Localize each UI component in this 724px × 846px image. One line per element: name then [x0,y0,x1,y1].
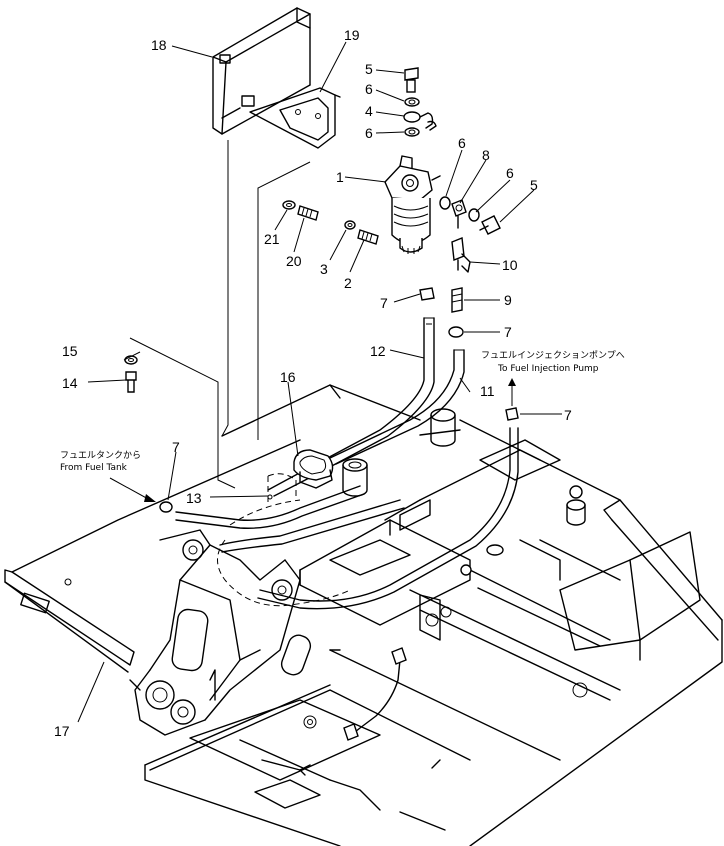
note-to-pump-en: To Fuel Injection Pump [497,364,599,374]
wire [349,659,401,737]
callout-9: 9 [504,292,512,308]
revolving-frame [4,384,723,846]
callout-1: 1 [336,169,344,185]
callout-17: 17 [54,723,70,739]
callout-7: 7 [504,324,512,340]
hidden-cover-outline [217,539,351,607]
bolt-14 [125,371,137,393]
from-tank-arrowhead [144,494,156,502]
leader-lines [77,41,562,723]
callout-7: 7 [380,295,388,311]
callout-11: 11 [480,383,495,399]
bracket-bolts [282,200,379,245]
from-tank-arrow [109,477,151,501]
swing-bracket [129,529,312,736]
callout-20: 20 [286,253,302,269]
note-from-tank-jp: フュエルタンクから [60,450,141,461]
callout-13: 13 [186,490,202,506]
bolt-mount-line [129,337,236,489]
callout-15: 15 [62,343,78,359]
note-from-tank-en: From Fuel Tank [60,463,128,473]
callout-5: 5 [530,177,538,193]
banjo-bolt-stack [403,67,434,137]
callout-7: 7 [564,407,572,423]
callout-7: 7 [172,439,180,455]
hose-clamp [293,449,334,489]
wire-connector [391,647,407,665]
callout-8: 8 [482,147,490,163]
right-fitting-stack [439,196,501,313]
callout-6: 6 [506,165,514,181]
washer-15-hole [128,358,134,362]
fuel-filter [384,120,441,254]
callout-12: 12 [370,343,386,359]
callout-4: 4 [365,103,373,119]
washer-15 [124,355,138,365]
callout-21: 21 [264,231,280,247]
callout-18: 18 [151,37,167,53]
bracket-mount-line-2 [257,161,311,440]
callout-10: 10 [502,257,518,273]
center-support [299,408,586,626]
bracket-mount-line [221,140,229,437]
callout-14: 14 [62,375,78,391]
callout-19: 19 [344,27,360,43]
callout-numbers: 18 19 5 6 4 6 1 6 8 6 5 21 20 3 2 10 7 9… [54,27,572,739]
wire-clip [343,723,359,741]
callout-16: 16 [280,369,296,385]
note-to-pump-jp: フュエルインジェクションポンプへ [481,350,625,361]
nut-7-left [159,501,173,513]
callout-5: 5 [365,61,373,77]
callout-2: 2 [344,275,352,291]
clamp-13-hole [267,494,273,500]
to-pump-arrowhead [508,378,516,386]
direction-notes: フュエルインジェクションポンプへ To Fuel Injection Pump … [60,350,625,473]
callout-3: 3 [320,261,328,277]
clamp-13 [267,473,297,506]
callout-6: 6 [365,125,373,141]
fuel-hoses [175,287,519,610]
callout-6: 6 [365,81,373,97]
callout-6: 6 [458,135,466,151]
filter-bracket [212,7,341,149]
